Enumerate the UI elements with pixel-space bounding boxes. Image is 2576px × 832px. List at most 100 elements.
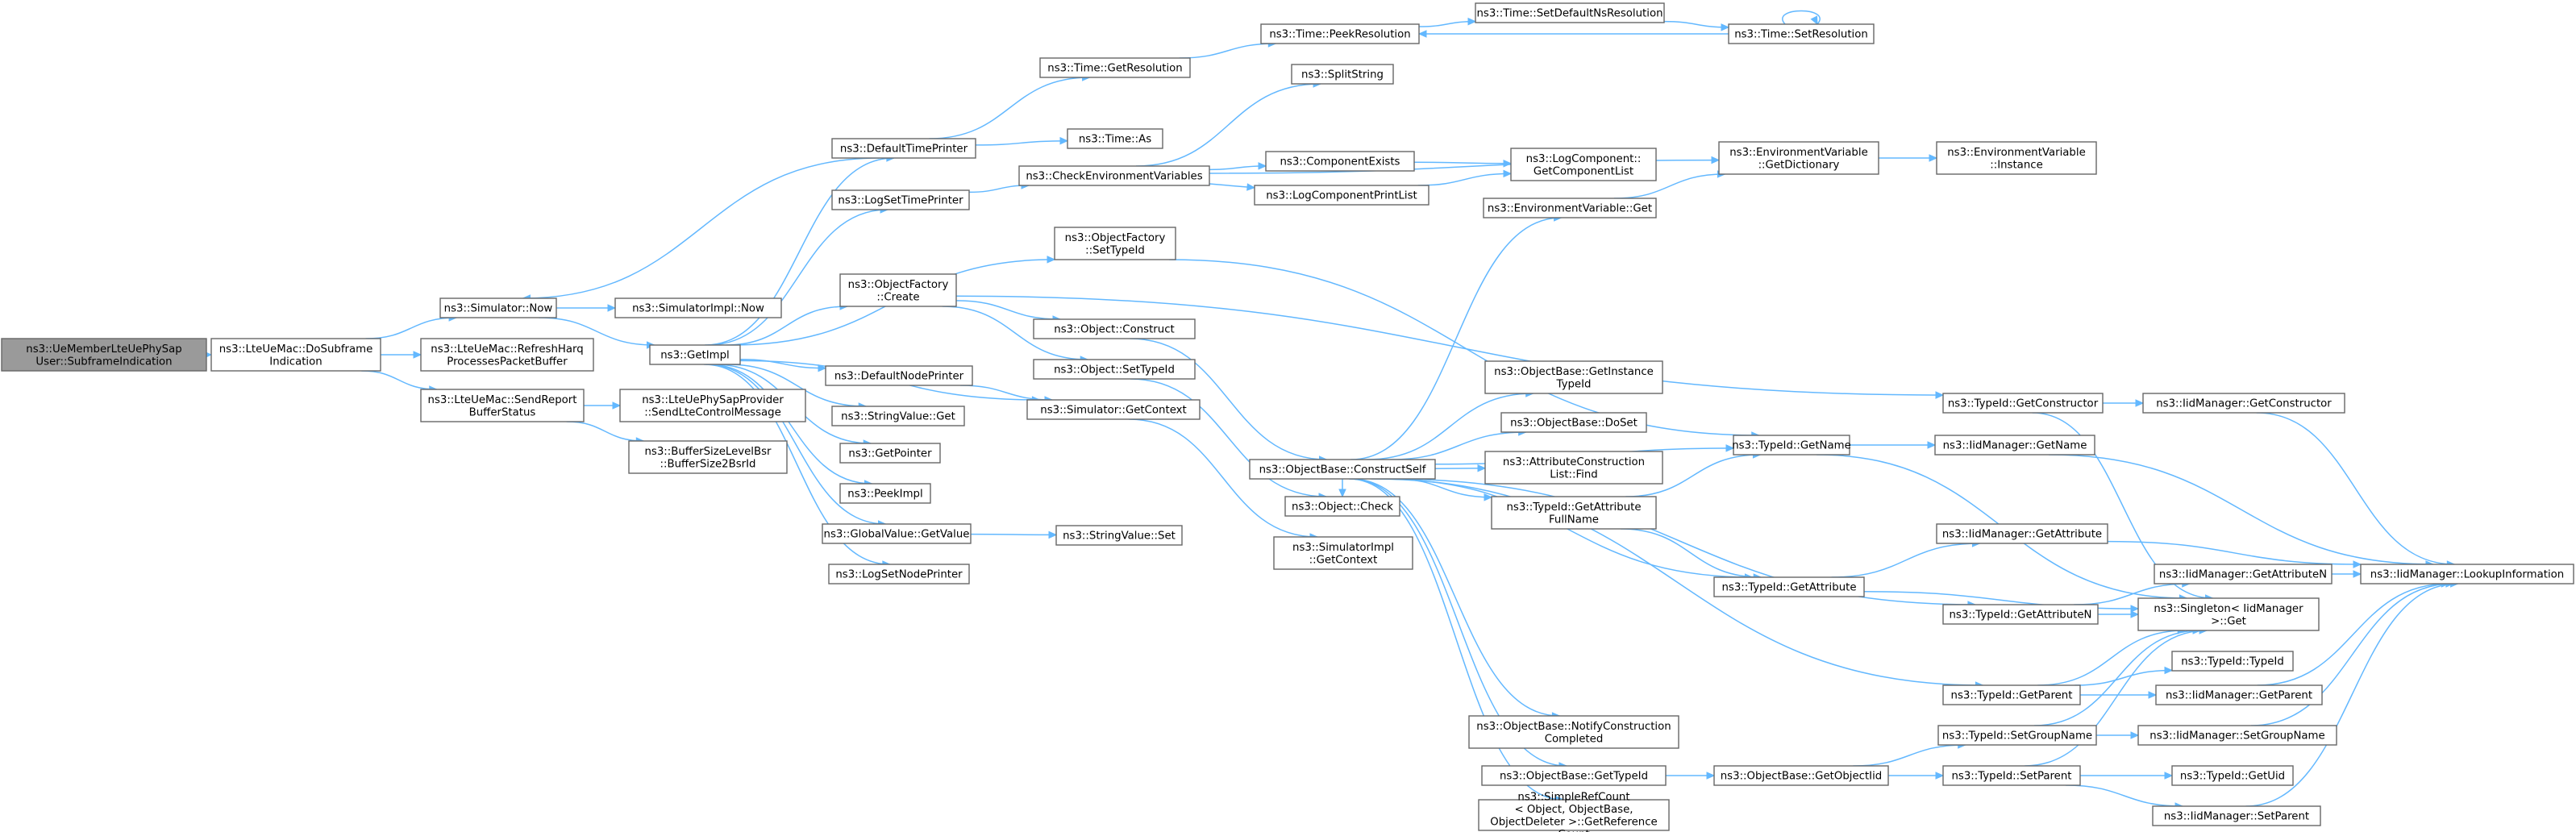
node-box <box>1713 576 1865 597</box>
node-logcompget[interactable]: ns3::LogComponent::GetComponentList <box>1510 148 1657 181</box>
node-box <box>831 406 965 426</box>
node-iidgetparent[interactable]: ns3::IidManager::GetParent <box>2155 684 2323 705</box>
node-box <box>1713 765 1889 786</box>
node-box <box>1018 165 1210 186</box>
node-refresh[interactable]: ns3::LteUeMac::RefreshHarqProcessesPacke… <box>420 338 594 372</box>
node-timegetres[interactable]: ns3::Time::GetResolution <box>1039 57 1191 78</box>
edge-iidsetgroup-to-lookup <box>2251 583 2453 726</box>
node-tidtypeid[interactable]: ns3::TypeId::TypeId <box>2171 651 2294 672</box>
arrowhead-objfactcreate-to-tidgetctor <box>1935 391 1945 399</box>
edge-getimpl-to-logsetnode <box>704 364 890 565</box>
edge-constructself-to-envget <box>1350 217 1562 460</box>
node-label: ns3::TypeId::GetAttribute <box>1721 582 1856 594</box>
node-simnow[interactable]: ns3::Simulator::Now <box>439 297 557 318</box>
arrowhead-checkenv-to-envdict <box>1711 156 1721 164</box>
edge-tidgetattrn-to-iidgetattrn <box>2074 583 2190 605</box>
node-tidgetname[interactable]: ns3::TypeId::GetName <box>1732 435 1851 456</box>
node-label: Indication <box>269 356 322 368</box>
node-label: ns3::IidManager::GetAttribute <box>1942 529 2102 541</box>
edge-iidgetctor-to-lookup <box>2256 412 2455 565</box>
node-simplerefcount[interactable]: ns3::SimpleRefCount< Object, ObjectBase,… <box>1478 791 1670 832</box>
node-tidgetctor[interactable]: ns3::TypeId::GetConstructor <box>1942 393 2104 414</box>
node-iidgetattr[interactable]: ns3::IidManager::GetAttribute <box>1936 523 2108 544</box>
node-timepeek[interactable]: ns3::Time::PeekResolution <box>1260 23 1420 44</box>
node-simimplnow[interactable]: ns3::SimulatorImpl::Now <box>614 297 782 318</box>
node-strset[interactable]: ns3::StringValue::Set <box>1055 525 1183 546</box>
node-envdict[interactable]: ns3::EnvironmentVariable::GetDictionary <box>1718 141 1879 175</box>
node-tidsetgroup[interactable]: ns3::TypeId::SetGroupName <box>1937 725 2097 746</box>
node-simgetctx[interactable]: ns3::Simulator::GetContext <box>1026 399 1201 420</box>
arrowhead-constructself-to-tidgetname <box>1725 444 1735 452</box>
node-box <box>628 440 788 474</box>
node-label: ns3::SimulatorImpl::Now <box>632 303 764 315</box>
node-box <box>828 564 970 584</box>
node-defaultnode[interactable]: ns3::DefaultNodePrinter <box>825 365 973 386</box>
node-bsr[interactable]: ns3::BufferSizeLevelBsr::BufferSize2BsrI… <box>628 440 788 474</box>
node-notifyconst[interactable]: ns3::ObjectBase::NotifyConstructionCompl… <box>1468 715 1679 749</box>
node-objsettypeid[interactable]: ns3::Object::SetTypeId <box>1033 359 1196 380</box>
node-tidgetattr[interactable]: ns3::TypeId::GetAttribute <box>1713 576 1865 597</box>
node-timesetdef[interactable]: ns3::Time::SetDefaultNsResolution <box>1475 2 1665 23</box>
node-strget[interactable]: ns3::StringValue::Get <box>831 406 965 426</box>
node-label: ::GetContext <box>1309 554 1378 566</box>
node-label: ns3::TypeId::GetAttributeN <box>1950 609 2092 622</box>
node-timeas[interactable]: ns3::Time::As <box>1067 128 1163 149</box>
node-tidgetattrn[interactable]: ns3::TypeId::GetAttributeN <box>1942 604 2099 625</box>
node-label: ns3::LogComponentPrintList <box>1266 190 1417 202</box>
node-splitstring[interactable]: ns3::SplitString <box>1291 64 1394 85</box>
node-label: ns3::Simulator::GetContext <box>1040 405 1186 417</box>
node-label: ns3::EnvironmentVariable <box>1947 147 2086 159</box>
node-compexists[interactable]: ns3::ComponentExists <box>1265 151 1415 172</box>
edge-iidgetattr-to-lookup <box>2107 540 2362 565</box>
node-label: ns3::AttributeConstruction <box>1503 456 1645 468</box>
node-iidsetgroup[interactable]: ns3::IidManager::SetGroupName <box>2137 725 2337 746</box>
node-iidgetname[interactable]: ns3::IidManager::GetName <box>1934 435 2095 456</box>
node-logsetnode[interactable]: ns3::LogSetNodePrinter <box>828 564 970 584</box>
node-tidsetparent[interactable]: ns3::TypeId::SetParent <box>1942 765 2081 786</box>
node-doset[interactable]: ns3::ObjectBase::DoSet <box>1500 412 1647 433</box>
arrowhead-simnow-to-simimplnow <box>607 304 617 312</box>
node-getimpl[interactable]: ns3::GetImpl <box>649 344 741 365</box>
node-peekimpl[interactable]: ns3::PeekImpl <box>839 483 931 504</box>
node-getpointer[interactable]: ns3::GetPointer <box>839 443 941 464</box>
node-iidgetattrn[interactable]: ns3::IidManager::GetAttributeN <box>2154 564 2333 584</box>
node-iidsetparent[interactable]: ns3::IidManager::SetParent <box>2152 805 2321 826</box>
node-timesetres[interactable]: ns3::Time::SetResolution <box>1728 23 1875 44</box>
node-label: ns3::EnvironmentVariable::Get <box>1488 203 1652 215</box>
node-logsettime[interactable]: ns3::LogSetTimePrinter <box>831 189 970 210</box>
node-simimplctx[interactable]: ns3::SimulatorImpl::GetContext <box>1273 536 1413 570</box>
node-singleton[interactable]: ns3::Singleton< IidManager>::Get <box>2137 597 2320 631</box>
node-defaulttime[interactable]: ns3::DefaultTimePrinter <box>831 138 976 159</box>
node-obgetobjtid[interactable]: ns3::ObjectBase::GetObjectIid <box>1713 765 1889 786</box>
node-envinst[interactable]: ns3::EnvironmentVariable::Instance <box>1936 141 2097 175</box>
node-obgettypeid[interactable]: ns3::ObjectBase::GetTypeId <box>1481 765 1667 786</box>
node-objfactcreate[interactable]: ns3::ObjectFactory::Create <box>839 273 957 307</box>
node-tidgetuid[interactable]: ns3::TypeId::GetUid <box>2171 765 2294 786</box>
node-tidgetparent[interactable]: ns3::TypeId::GetParent <box>1942 684 2081 705</box>
node-iidgetctor[interactable]: ns3::IidManager::GetConstructor <box>2142 393 2345 414</box>
node-label: ns3::SimulatorImpl <box>1292 542 1394 554</box>
node-globalget[interactable]: ns3::GlobalValue::GetValue <box>822 523 972 544</box>
node-objfactset[interactable]: ns3::ObjectFactory::SetTypeId <box>1054 227 1176 260</box>
node-objcheck[interactable]: ns3::Object::Check <box>1284 496 1400 517</box>
node-box <box>1039 57 1191 78</box>
node-sendlte[interactable]: ns3::LteUePhySapProvider::SendLteControl… <box>619 389 806 422</box>
node-objconstruct[interactable]: ns3::Object::Construct <box>1033 318 1196 339</box>
node-lookup[interactable]: ns3::IidManager::LookupInformation <box>2360 564 2574 584</box>
edge-objfactset-to-tidgetname <box>1169 259 1759 436</box>
edge-constructself-to-notifyconst <box>1350 478 1560 717</box>
node-root[interactable]: ns3::UeMemberLteUePhySapUser::SubframeIn… <box>1 338 207 372</box>
node-label: ns3::IidManager::GetName <box>1943 440 2087 452</box>
node-checkenv[interactable]: ns3::CheckEnvironmentVariables <box>1018 165 1210 186</box>
node-label: ns3::Time::PeekResolution <box>1269 29 1410 41</box>
node-envget[interactable]: ns3::EnvironmentVariable::Get <box>1483 198 1657 218</box>
node-label: ns3::SimpleRefCount <box>1517 791 1629 803</box>
node-logcompprint[interactable]: ns3::LogComponentPrintList <box>1254 185 1429 206</box>
node-constructself[interactable]: ns3::ObjectBase::ConstructSelf <box>1249 459 1436 480</box>
